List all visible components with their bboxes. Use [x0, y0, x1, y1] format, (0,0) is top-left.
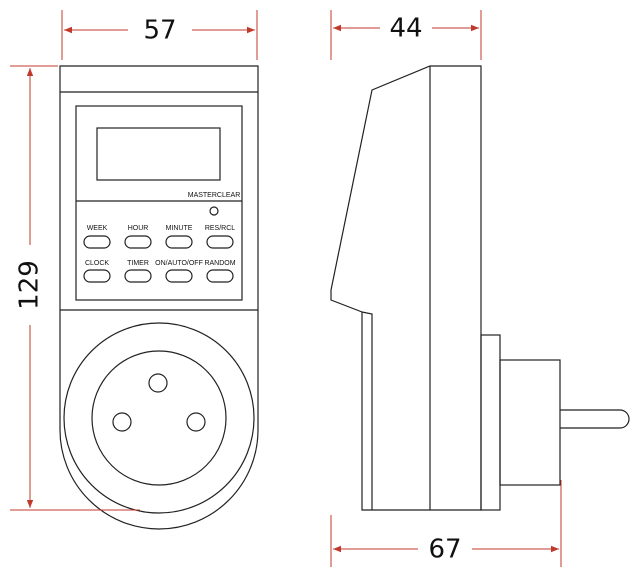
socket-hole-left [112, 412, 132, 432]
height-value: 129 [15, 260, 45, 310]
front-body-outline [59, 65, 259, 530]
height-dimension: 129 [10, 65, 140, 511]
front-view: MASTERCLEAR WEEK HOUR MINUTE RES/RCL CLO… [59, 65, 259, 530]
timer-label: TIMER [127, 260, 149, 267]
week-label: WEEK [87, 225, 108, 232]
masterclear-button[interactable] [209, 206, 219, 216]
depth-value: 44 [389, 14, 422, 44]
res-rcl-label: RES/RCL [205, 225, 235, 232]
minute-label: MINUTE [166, 225, 193, 232]
control-panel [75, 105, 243, 301]
width-value: 57 [143, 16, 176, 46]
hour-button[interactable] [124, 235, 152, 249]
total-depth-dimension: 67 [330, 480, 562, 567]
earth-pin-hole [148, 373, 168, 393]
hour-label: HOUR [128, 225, 149, 232]
total-depth-value: 67 [428, 535, 461, 565]
depth-dimension: 44 [330, 10, 482, 60]
res-rcl-button[interactable] [206, 235, 234, 249]
on-auto-off-button[interactable] [165, 269, 193, 283]
plug-base [480, 334, 501, 511]
week-button[interactable] [83, 235, 111, 249]
minute-button[interactable] [165, 235, 193, 249]
socket-hole-right [186, 412, 206, 432]
random-label: RANDOM [204, 260, 235, 267]
width-dimension: 57 [61, 10, 258, 60]
masterclear-label: MASTERCLEAR [188, 192, 241, 199]
plug-body [499, 359, 561, 486]
socket-face [91, 350, 227, 486]
on-auto-off-label: ON/AUTO/OFF [155, 260, 203, 267]
clock-label: CLOCK [85, 260, 109, 267]
plug-pin [560, 409, 630, 429]
side-view [330, 65, 630, 511]
clock-button[interactable] [83, 269, 111, 283]
lcd-display [96, 127, 221, 181]
side-body-outline [330, 65, 482, 511]
random-button[interactable] [206, 269, 234, 283]
timer-button[interactable] [124, 269, 152, 283]
socket-outer-ring [63, 322, 255, 514]
side-step [361, 311, 373, 510]
